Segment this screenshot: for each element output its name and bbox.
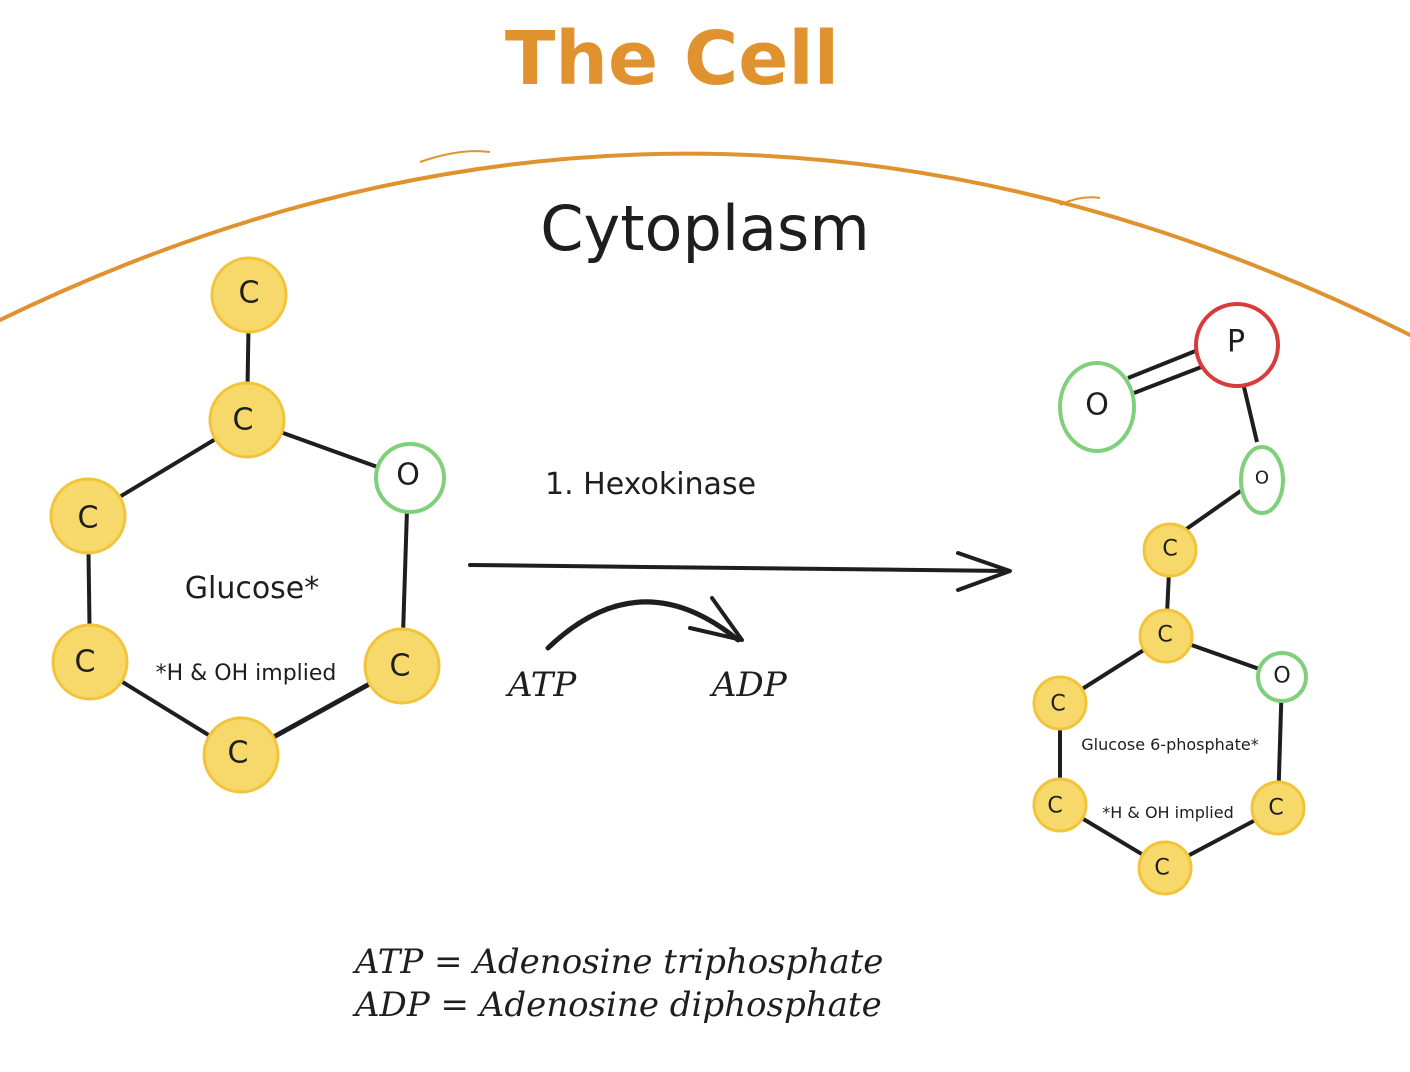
- oxygen-atom: O: [1239, 445, 1285, 515]
- svg-text:O: O: [1273, 664, 1290, 689]
- phosphorus-atom: P: [1194, 302, 1280, 388]
- glucose-6-phosphate-label: Glucose 6-phosphate*: [1081, 735, 1258, 754]
- glucose-molecule: C C O C C C C Glucose* *H & OH implied: [49, 256, 446, 794]
- oxygen-atom: O: [374, 442, 446, 514]
- glucose-6-phosphate-molecule: O P O C C O C C: [1032, 302, 1308, 896]
- cofactor-arrow: ATP ADP: [505, 596, 788, 705]
- svg-text:C: C: [239, 276, 260, 311]
- svg-text:C: C: [390, 649, 411, 684]
- legend-adp: ADP = Adenosine diphosphate: [352, 985, 882, 1025]
- carbon-atom: C: [208, 381, 286, 459]
- carbon-atom: C: [202, 716, 280, 794]
- diagram-title: The Cell: [505, 16, 839, 102]
- svg-text:C: C: [1162, 537, 1177, 562]
- carbon-atom: C: [1032, 675, 1088, 731]
- carbon-atom: C: [1142, 522, 1198, 578]
- carbon-atom: C: [363, 627, 441, 705]
- svg-text:P: P: [1227, 325, 1245, 360]
- svg-text:C: C: [233, 403, 254, 438]
- svg-text:C: C: [1050, 692, 1065, 717]
- oxygen-atom: O: [1256, 651, 1308, 703]
- oxygen-atom: O: [1058, 361, 1136, 453]
- bond: [1242, 386, 1259, 443]
- legend-atp: ATP = Adenosine triphosphate: [352, 942, 883, 982]
- abbreviation-legend: ATP = Adenosine triphosphate ADP = Adeno…: [352, 942, 883, 1025]
- carbon-atom: C: [1137, 840, 1193, 896]
- svg-text:C: C: [78, 501, 99, 536]
- double-bond: [1127, 348, 1199, 380]
- atp-label: ATP: [505, 665, 577, 705]
- adp-label: ADP: [709, 665, 788, 705]
- double-bond: [1133, 364, 1205, 395]
- cell-membrane-sketch-2: [1059, 196, 1101, 206]
- enzyme-label: 1. Hexokinase: [545, 467, 756, 502]
- svg-text:C: C: [228, 736, 249, 771]
- svg-text:C: C: [1268, 796, 1283, 821]
- cell-membrane: [0, 151, 1410, 337]
- carbon-atom: C: [210, 256, 288, 334]
- cytoplasm-label: Cytoplasm: [540, 192, 870, 265]
- svg-text:C: C: [1157, 623, 1172, 648]
- carbon-atom: C: [1032, 777, 1088, 833]
- carbon-atom: C: [1138, 608, 1194, 664]
- carbon-atom: C: [49, 477, 127, 555]
- reaction-arrow: 1. Hexokinase: [468, 467, 1012, 592]
- svg-text:C: C: [75, 645, 96, 680]
- svg-text:C: C: [1047, 794, 1062, 819]
- svg-text:O: O: [396, 458, 420, 493]
- svg-text:O: O: [1085, 388, 1109, 423]
- glucose-6-phosphate-note: *H & OH implied: [1102, 803, 1233, 822]
- svg-text:O: O: [1255, 468, 1269, 489]
- glucose-note: *H & OH implied: [156, 661, 337, 686]
- cell-membrane-sketch: [419, 150, 491, 163]
- glucose-label: Glucose*: [185, 571, 320, 606]
- svg-text:C: C: [1154, 856, 1169, 881]
- carbon-atom: C: [1250, 780, 1306, 836]
- bond: [1183, 488, 1244, 532]
- carbon-atom: C: [51, 623, 129, 701]
